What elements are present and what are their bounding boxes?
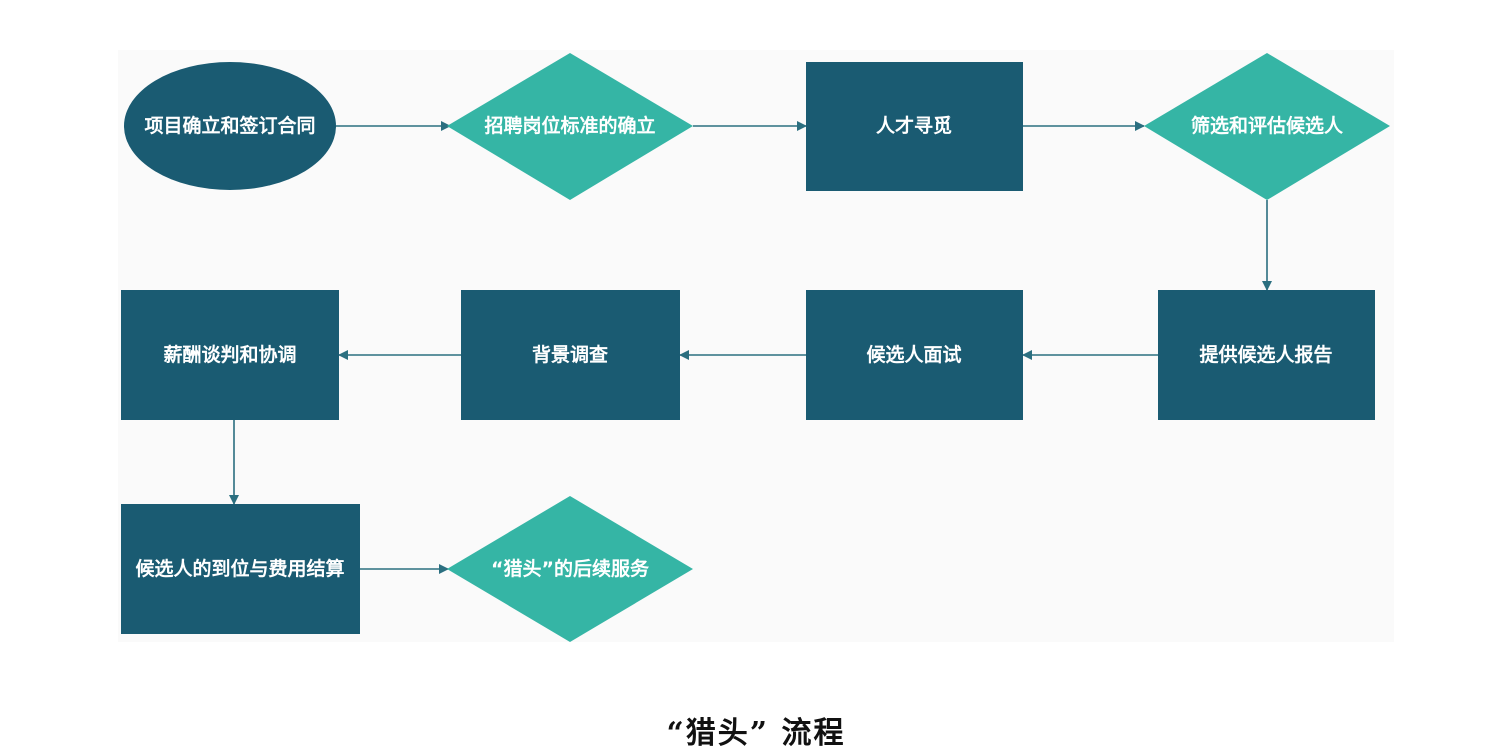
node-search: 人才寻觅 (806, 62, 1023, 191)
node-report-label: 提供候选人报告 (1199, 343, 1332, 366)
node-report: 提供候选人报告 (1158, 290, 1375, 420)
node-search-label: 人才寻觅 (876, 114, 952, 137)
node-followup: “猎头”的后续服务 (447, 496, 693, 642)
node-negotiate: 薪酬谈判和协调 (121, 290, 339, 420)
followup-diamond (447, 496, 693, 642)
node-background: 背景调查 (461, 290, 680, 420)
node-criteria: 招聘岗位标准的确立 (447, 53, 693, 200)
node-interview-label: 候选人面试 (866, 343, 961, 366)
node-start-label: 项目确立和签订合同 (144, 114, 315, 137)
node-onboard-label: 候选人的到位与费用结算 (135, 557, 344, 580)
interview-box (806, 290, 1023, 420)
negotiate-box (121, 290, 339, 420)
node-negotiate-label: 薪酬谈判和协调 (163, 343, 296, 366)
node-background-label: 背景调查 (532, 343, 609, 366)
background-box (461, 290, 680, 420)
criteria-diamond (447, 53, 693, 200)
node-followup-label: “猎头”的后续服务 (491, 557, 650, 580)
node-criteria-label: 招聘岗位标准的确立 (484, 114, 655, 137)
onboard-box (121, 504, 360, 634)
connectors (229, 121, 1272, 574)
diagram-caption: “猎头” 流程 (666, 716, 846, 751)
node-start: 项目确立和签订合同 (124, 62, 336, 190)
node-screen-label: 筛选和评估候选人 (1191, 114, 1344, 137)
report-box (1158, 290, 1375, 420)
search-box (806, 62, 1023, 191)
start-ellipse (124, 62, 336, 190)
node-interview: 候选人面试 (806, 290, 1023, 420)
screen-diamond (1144, 53, 1390, 200)
node-screen: 筛选和评估候选人 (1144, 53, 1390, 200)
node-onboard: 候选人的到位与费用结算 (121, 504, 360, 634)
